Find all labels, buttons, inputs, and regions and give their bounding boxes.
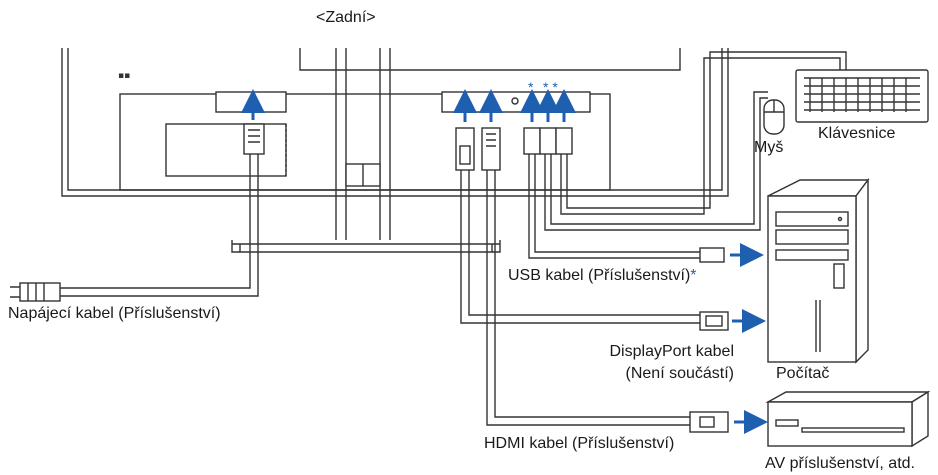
displayport-label-line1: DisplayPort kabel <box>609 343 735 360</box>
usb-cables <box>523 51 847 263</box>
hdmi-cable-label: HDMI kabel (Příslušenství) <box>484 435 675 452</box>
monitor-back: ▪▪ <box>61 48 729 253</box>
power-cable <box>10 123 265 302</box>
keyboard-label: Klávesnice <box>818 125 896 142</box>
usb-b-marker: * * <box>543 79 558 95</box>
diagram-title: <Zadní> <box>316 9 376 26</box>
displayport-cable <box>455 127 729 331</box>
port-arrows <box>241 89 576 122</box>
usb-cable-asterisk: * <box>690 267 697 284</box>
displayport-label-line2: (Není součástí) <box>625 365 734 382</box>
usb-cable-label: USB kabel (Příslušenství)* <box>508 268 697 284</box>
av-equipment-icon <box>765 390 931 448</box>
usb-a-marker: * <box>528 79 534 95</box>
usb-cable-text: USB kabel (Příslušenství) <box>508 267 691 284</box>
svg-text:▪▪: ▪▪ <box>118 71 130 81</box>
power-cable-label: Napájecí kabel (Příslušenství) <box>8 305 221 322</box>
output-arrows <box>730 243 768 434</box>
hdmi-cable <box>481 127 729 433</box>
computer-icon <box>767 177 870 364</box>
mouse-label: Myš <box>754 139 784 156</box>
av-equipment-label: AV příslušenství, atd. <box>765 455 915 472</box>
mouse-icon <box>763 99 785 135</box>
computer-label: Počítač <box>776 365 830 382</box>
keyboard-icon <box>795 69 929 123</box>
